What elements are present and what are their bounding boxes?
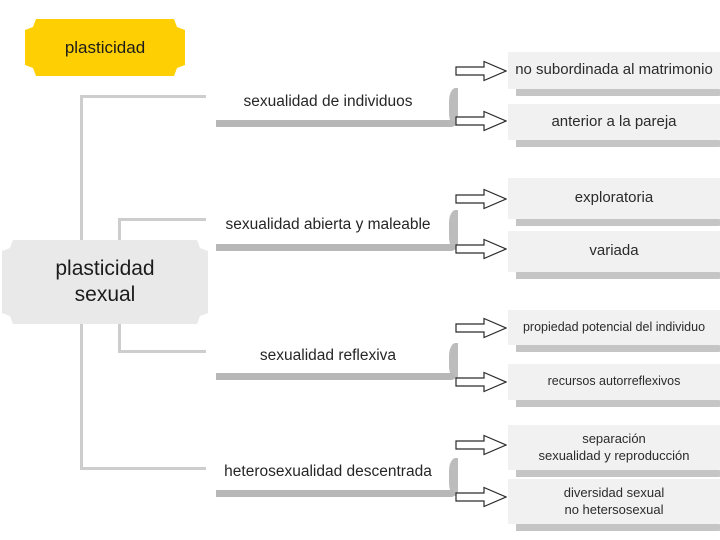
leaf-label: separación sexualidad y reproducción [538, 431, 690, 463]
leaf-anterior-a-la-pareja: anterior a la pareja [508, 104, 720, 147]
connector-line [80, 467, 208, 470]
leaf-label: variada [589, 242, 639, 260]
right-block-arrow-icon [455, 317, 507, 339]
connector-line [118, 218, 208, 221]
right-block-arrow-icon [455, 60, 507, 82]
branch-sexualidad-abierta-y-maleable: sexualidad abierta y maleable [206, 205, 458, 251]
leaf-diversidad-sexual-no-hetersosexual: diversidad sexual no hetersosexual [508, 479, 720, 531]
leaf-label: recursos autorreflexivos [547, 374, 681, 389]
branch-sexualidad-reflexiva: sexualidad reflexiva [206, 338, 458, 380]
branch-label: heterosexualidad descentrada [224, 462, 432, 480]
branch-label: sexualidad de individuos [243, 92, 413, 110]
leaf-label: propiedad potencial del individuo [522, 319, 706, 334]
leaf-no-subordinada-al-matrimonio: no subordinada al matrimonio [508, 52, 720, 96]
connector-line [80, 322, 83, 470]
node-plasticidad-sexual: plasticidad sexual [2, 240, 208, 324]
connector-line [118, 322, 121, 353]
leaf-label: anterior a la pareja [551, 112, 677, 130]
node-plasticidad-label: plasticidad [64, 37, 146, 57]
connector-line [118, 350, 208, 353]
leaf-separacion-sexualidad-y-reproduccion: separación sexualidad y reproducción [508, 425, 720, 477]
branch-label: sexualidad abierta y maleable [225, 215, 431, 233]
leaf-label: exploratoria [574, 189, 654, 207]
branch-label: sexualidad reflexiva [259, 346, 397, 364]
leaf-recursos-autorreflexivos: recursos autorreflexivos [508, 364, 720, 407]
right-block-arrow-icon [455, 238, 507, 260]
connector-line [80, 95, 208, 98]
right-block-arrow-icon [455, 188, 507, 210]
branch-sexualidad-de-individuos: sexualidad de individuos [206, 83, 458, 127]
node-plasticidad: plasticidad [25, 19, 185, 76]
leaf-label: no subordinada al matrimonio [515, 61, 713, 79]
leaf-variada: variada [508, 231, 720, 279]
connector-line [118, 218, 121, 242]
node-plasticidad-sexual-label: plasticidad sexual [55, 257, 155, 306]
leaf-exploratoria: exploratoria [508, 178, 720, 226]
leaf-label: diversidad sexual no hetersosexual [563, 485, 665, 517]
connector-line [80, 95, 83, 241]
right-block-arrow-icon [455, 486, 507, 508]
leaf-propiedad-potencial-del-individuo: propiedad potencial del individuo [508, 310, 720, 352]
branch-heterosexualidad-descentrada: heterosexualidad descentrada [206, 453, 458, 497]
right-block-arrow-icon [455, 371, 507, 393]
right-block-arrow-icon [455, 110, 507, 132]
right-block-arrow-icon [455, 434, 507, 456]
